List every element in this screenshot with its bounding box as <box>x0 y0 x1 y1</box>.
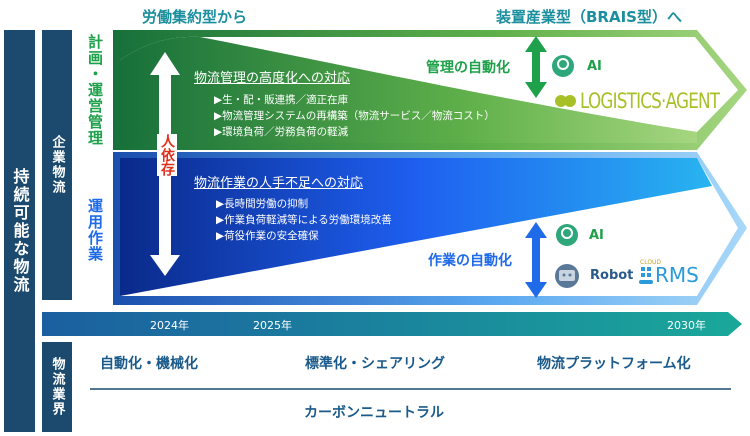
management-bullet: ▶生・配・販連携／適正在庫 <box>214 94 349 106</box>
corporate-logistics-bar: 企業物流 <box>42 30 72 300</box>
timeline-arrow <box>42 312 742 336</box>
robot-icon <box>555 264 579 288</box>
ai-head-icon <box>552 55 574 77</box>
operation-bullet: ▶荷役作業の安全確保 <box>216 230 319 242</box>
management-automation-arrow <box>525 36 547 98</box>
operation-fill <box>120 158 712 296</box>
carbon-neutral: カーボンニュートラル <box>304 405 444 421</box>
operation-bullet: ▶長時間労働の抑制 <box>216 198 309 210</box>
operation-automation-label: 作業の自動化 <box>428 253 512 269</box>
planning-label: 計画・運営管理 <box>86 34 104 146</box>
industry-item-sharing: 標準化・シェアリング <box>305 356 445 372</box>
industry-item-platform: 物流プラットフォーム化 <box>537 356 691 372</box>
ai-label: AI <box>587 59 602 74</box>
industry-item-automation: 自動化・機械化 <box>100 356 198 372</box>
header-from: 労働集約型から <box>142 8 248 26</box>
ai-head-icon <box>556 224 578 246</box>
header-to: 装置産業型（BRAIS型）へ <box>496 8 682 26</box>
human-dependency-label: 人依存 <box>157 134 177 176</box>
year-2025: 2025年 <box>253 319 292 332</box>
rms-rack-icon <box>639 267 653 284</box>
year-2024: 2024年 <box>150 319 189 332</box>
logistics-industry-bar: 物流業界 <box>42 342 72 432</box>
management-automation-label: 管理の自動化 <box>426 60 510 76</box>
robot-label: Robot <box>590 268 634 283</box>
management-bullet: ▶環境負荷／労務負荷の軽減 <box>214 126 349 138</box>
management-title: 物流管理の高度化への対応 <box>194 71 351 86</box>
operation-title: 物流作業の人手不足への対応 <box>194 176 364 191</box>
logistics-agent-heads-icon <box>555 95 576 107</box>
management-bullet: ▶物流管理システムの再構築（物流サービス／物流コスト） <box>214 110 495 122</box>
operation-automation-arrow <box>525 222 547 298</box>
operation-bullet: ▶作業負荷軽減等による労働環境改善 <box>216 214 392 226</box>
sustainable-logistics-bar: 持続可能な物流 <box>4 30 35 432</box>
ai-label: AI <box>589 228 604 243</box>
operation-label: 運用作業 <box>86 198 104 262</box>
logistics-agent-logo: LOGISTICS·AGENT <box>580 89 720 113</box>
rms-cloud-text: CLOUD <box>640 259 662 266</box>
year-2030: 2030年 <box>667 319 706 332</box>
rms-logo: RMS <box>655 263 699 287</box>
